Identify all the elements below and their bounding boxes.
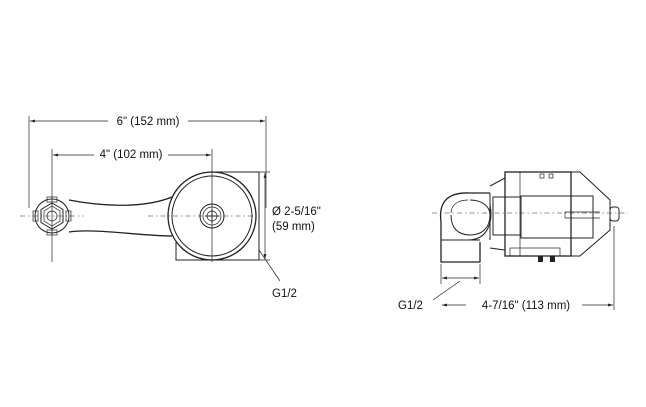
depth-dimension: 4-7/16" (113 mm)	[442, 226, 615, 312]
overall-width-dimension: 6" (152 mm)	[28, 113, 267, 208]
diameter-label: Ø 2-5/16"	[272, 206, 321, 218]
center-spacing-label: 4" (102 mm)	[100, 149, 163, 161]
thread-front-label: G1/2	[272, 288, 297, 300]
left-hex-nut	[32, 196, 72, 236]
thread-side-label: G1/2	[398, 300, 423, 312]
depth-label: 4-7/16" (113 mm)	[482, 300, 570, 312]
thread-side-dimension: G1/2	[398, 264, 481, 312]
diameter-dimension: Ø 2-5/16" (59 mm)	[224, 171, 321, 261]
thread-front-callout: G1/2	[258, 249, 297, 300]
main-disc	[167, 171, 257, 261]
elbow-pipe	[439, 192, 492, 263]
lever-arm	[68, 196, 173, 237]
diameter-mm-label: (59 mm)	[272, 221, 315, 233]
center-spacing-dimension: 4" (102 mm)	[51, 147, 213, 262]
front-view: 6" (152 mm) 4" (102 mm)	[20, 113, 321, 300]
side-view: G1/2 4-7/16" (113 mm)	[398, 171, 628, 312]
overall-width-label: 6" (152 mm)	[117, 116, 180, 128]
cartridge-body	[489, 171, 620, 262]
